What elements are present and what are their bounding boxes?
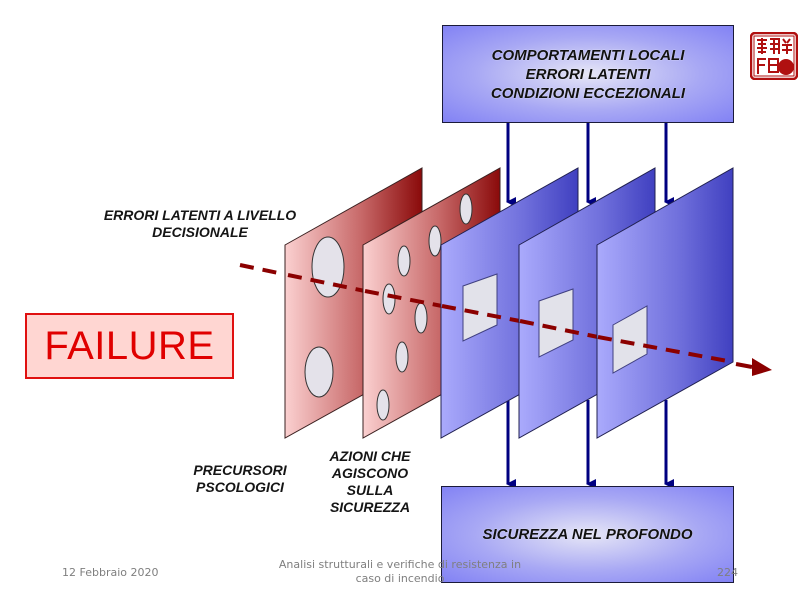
page-number: 224 bbox=[717, 566, 738, 579]
hole bbox=[395, 341, 409, 373]
label-line: AGISCONO bbox=[331, 465, 409, 481]
hole bbox=[462, 273, 498, 342]
defense-in-depth-box: SICUREZZA NEL PROFONDO bbox=[441, 486, 734, 583]
hole bbox=[397, 245, 411, 277]
hole bbox=[538, 288, 574, 358]
label-line: ERRORI LATENTI A LIVELLO bbox=[103, 207, 297, 223]
label-line: SICUREZZA bbox=[329, 499, 411, 515]
local-behaviors-box: COMPORTAMENTI LOCALI ERRORI LATENTI COND… bbox=[442, 25, 734, 123]
safety-actions-label: AZIONI CHE AGISCONO SULLA SICUREZZA bbox=[320, 448, 420, 516]
precursors-label: PRECURSORI PSCOLOGICI bbox=[180, 462, 300, 496]
connector-arrows-bottom bbox=[506, 400, 674, 489]
footer-title-line: Analisi strutturali e verifiche di resis… bbox=[278, 558, 522, 571]
footer-date: 12 Febbraio 2020 bbox=[62, 566, 159, 579]
bottom-box-line: SICUREZZA NEL PROFONDO bbox=[482, 526, 693, 543]
hole bbox=[414, 302, 428, 334]
connector-arrows-top bbox=[506, 123, 674, 207]
slice-defense-3 bbox=[596, 167, 734, 439]
top-box-line: COMPORTAMENTI LOCALI bbox=[491, 46, 685, 64]
top-box-line: ERRORI LATENTI bbox=[525, 65, 651, 83]
hole bbox=[428, 225, 442, 257]
chinese-seal-logo-icon bbox=[750, 32, 798, 80]
label-line: DECISIONALE bbox=[152, 224, 248, 240]
hole bbox=[304, 346, 334, 398]
label-line: AZIONI CHE bbox=[329, 448, 411, 464]
hole bbox=[382, 283, 396, 315]
label-line: PSCOLOGICI bbox=[196, 479, 284, 495]
latent-errors-label: ERRORI LATENTI A LIVELLO DECISIONALE bbox=[84, 207, 316, 241]
label-line: PRECURSORI bbox=[193, 462, 287, 478]
failure-label: FAILURE bbox=[25, 313, 234, 379]
hole bbox=[459, 193, 473, 225]
footer-title: Analisi strutturali e verifiche di resis… bbox=[270, 558, 530, 586]
hole bbox=[376, 389, 390, 421]
arrowhead-icon bbox=[752, 358, 772, 376]
hole bbox=[311, 236, 345, 298]
footer-title-line: caso di incendio bbox=[355, 572, 445, 585]
trajectory-arrow bbox=[735, 358, 772, 376]
trajectory-start bbox=[239, 263, 289, 277]
label-line: SULLA bbox=[346, 482, 394, 498]
top-box-line: CONDIZIONI ECCEZIONALI bbox=[490, 84, 686, 102]
hole bbox=[612, 305, 648, 374]
